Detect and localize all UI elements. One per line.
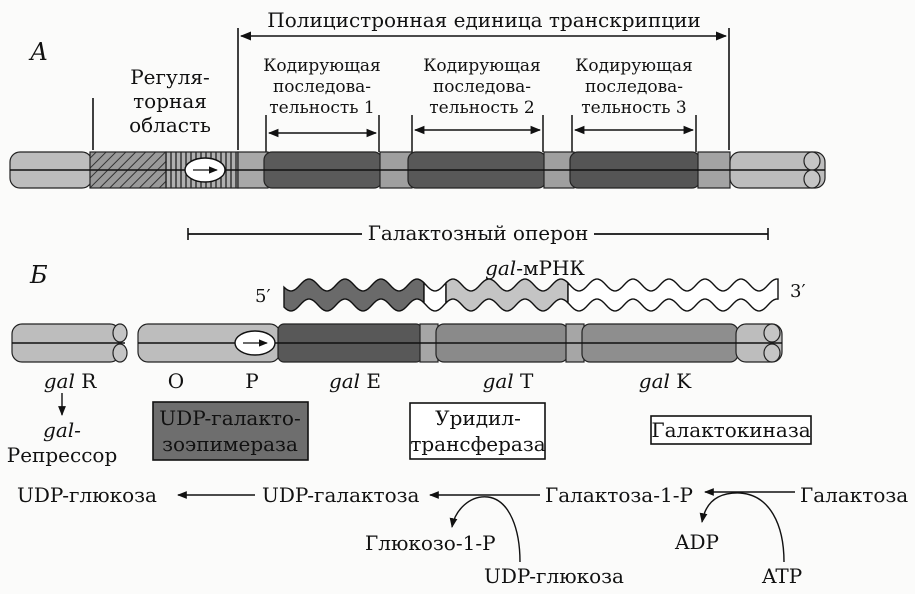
three-prime-label: 3′ <box>790 281 806 302</box>
promoter-label: P <box>245 369 258 393</box>
operator-label: O <box>168 369 184 393</box>
udp-glucose-substrate: UDP-глюкоза <box>484 564 624 588</box>
udp-glucose-product: UDP-глюкоза <box>17 483 157 507</box>
atp-label: ATP <box>761 564 802 588</box>
repressor-line-2: Репрессор <box>7 443 118 467</box>
enzyme-t-line-2: трансфераза <box>410 432 545 456</box>
galactose-1p-label: Галактоза-1-Р <box>545 483 693 507</box>
enzyme-k-box <box>650 415 812 445</box>
galactose-label: Галактоза <box>800 483 908 507</box>
gene-k-label: gal K <box>639 369 692 393</box>
udp-galactose-label: UDP-галактоза <box>262 483 420 507</box>
dna-a <box>9 151 826 189</box>
repressor-line-1: gal- <box>43 418 81 442</box>
enzyme-t-line-1: Уридил- <box>435 406 521 430</box>
regulatory-line-3: область <box>129 113 211 137</box>
coding-1-line-3: тельность 1 <box>269 98 375 118</box>
enzyme-e-line-1: UDP-галакто- <box>159 406 300 430</box>
panel-a-letter: А <box>28 38 48 66</box>
gal-mrna <box>283 278 779 312</box>
gene-t-label: gal T <box>483 369 534 393</box>
coding-3-line-2: последова- <box>585 77 683 97</box>
enzyme-k-label: Галактокиназа <box>651 418 810 442</box>
regulatory-line-2: торная <box>133 89 207 113</box>
gene-r-label: gal R <box>44 369 97 393</box>
coding-1-line-1: Кодирующая <box>263 56 381 76</box>
panel-b-letter: Б <box>29 261 48 289</box>
coding-2-line-2: последова- <box>433 77 531 97</box>
glucose-1p-label: Глюкозо-1-Р <box>365 531 496 555</box>
coding-1-line-2: последова- <box>273 77 371 97</box>
enzyme-t-box <box>409 402 546 460</box>
enzyme-e-box <box>152 401 309 461</box>
coding-3-line-1: Кодирующая <box>575 56 693 76</box>
transferase-curve-arrow <box>449 496 521 563</box>
dna-b <box>11 323 783 363</box>
coding-2-line-1: Кодирующая <box>423 56 541 76</box>
mrna-label: gal-мРНК <box>485 256 585 280</box>
kinase-curve-arrow <box>699 492 785 563</box>
regulatory-line-1: Регуля- <box>130 65 210 89</box>
adp-label: ADP <box>674 530 719 554</box>
five-prime-label: 5′ <box>255 286 271 307</box>
operon-label: Галактозный оперон <box>368 221 589 245</box>
enzyme-e-line-2: зоэпимераза <box>162 432 298 456</box>
transcription-unit-label: Полицистронная единица транскрипции <box>267 8 700 32</box>
coding-2-line-3: тельность 2 <box>429 98 535 118</box>
coding-3-line-3: тельность 3 <box>581 98 687 118</box>
gene-e-label: gal E <box>329 369 381 393</box>
